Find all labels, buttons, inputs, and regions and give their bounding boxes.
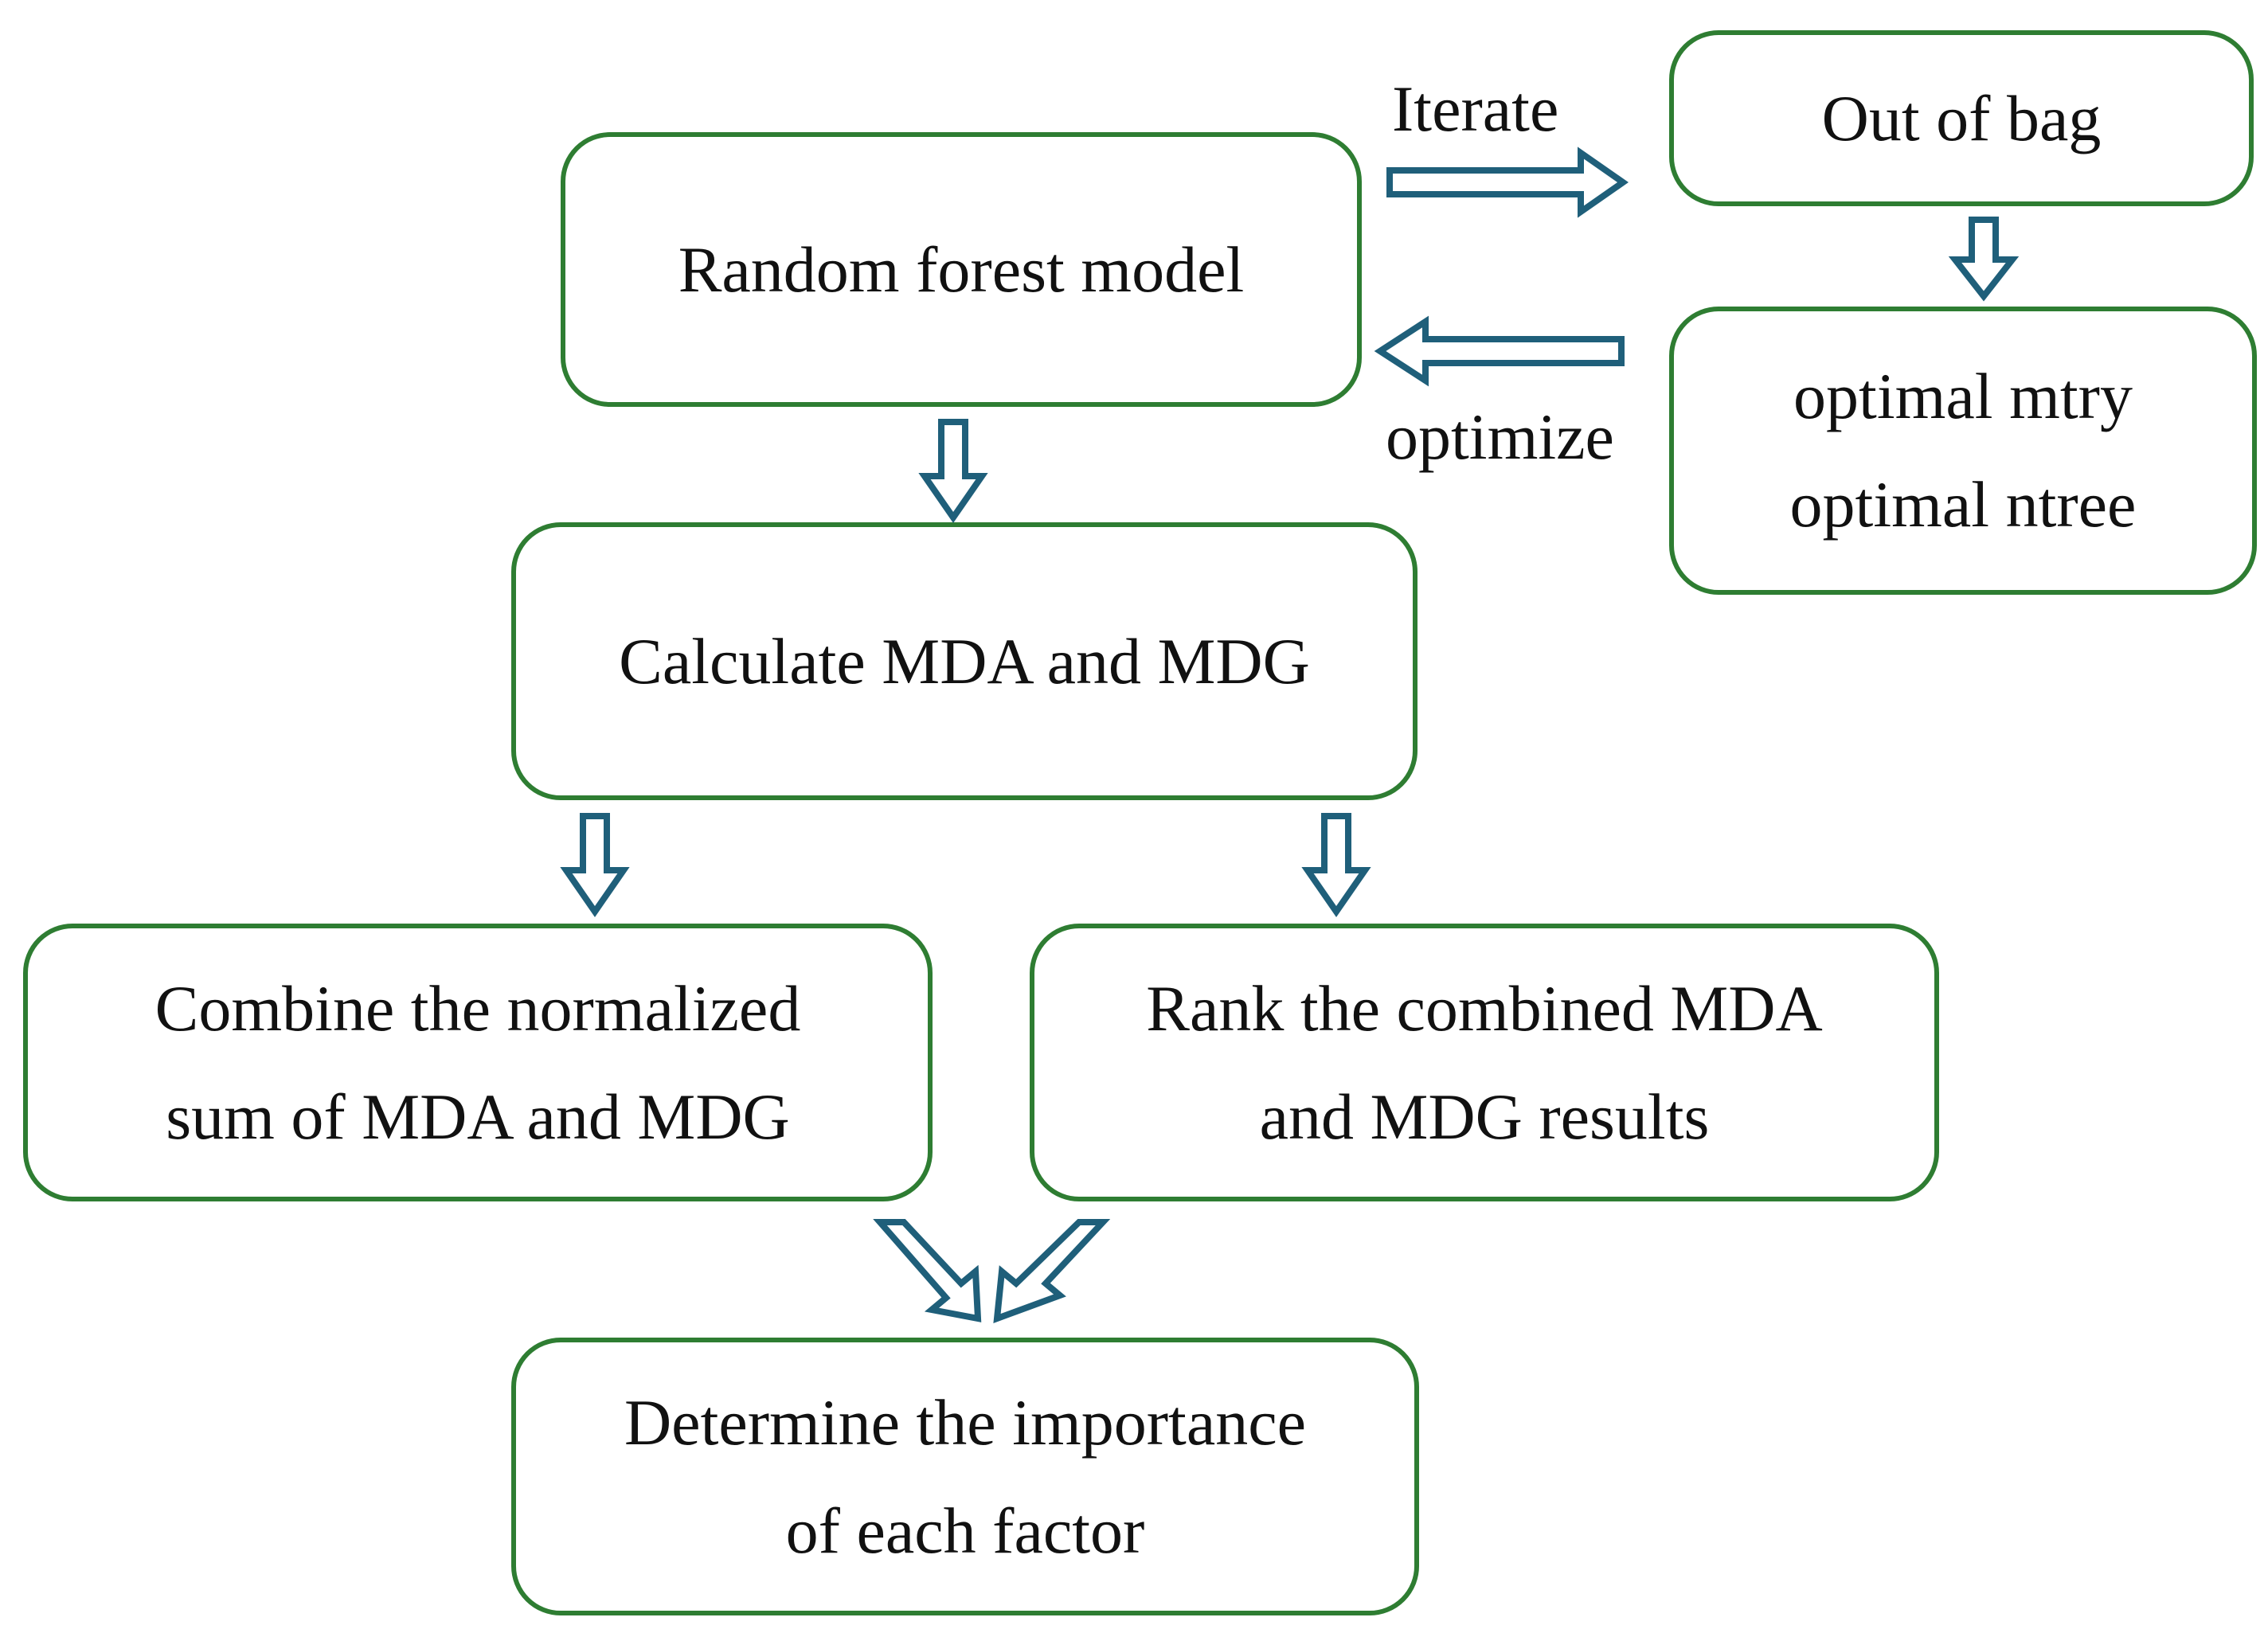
node-rank-combined-results: Rank the combined MDA and MDG results xyxy=(1030,924,1939,1201)
arrow-rank-to-determine xyxy=(993,1219,1111,1323)
node-label-line: and MDG results xyxy=(1259,1080,1710,1153)
arrow-combine-to-determine xyxy=(873,1219,982,1322)
node-optimal-parameters: optimal mtry optimal ntree xyxy=(1669,307,2257,595)
node-random-forest-model: Random forest model xyxy=(561,132,1362,407)
node-combine-normalized-sum: Combine the normalized sum of MDA and MD… xyxy=(23,924,933,1201)
arrow-calculate-to-combine xyxy=(560,813,630,918)
node-label-line: Combine the normalized xyxy=(154,971,801,1045)
arrow-optimize xyxy=(1374,315,1625,387)
node-label-line: Out of bag xyxy=(1821,81,2102,154)
arrow-iterate xyxy=(1386,146,1629,218)
edge-label-iterate: Iterate xyxy=(1392,72,1559,145)
node-label-line: sum of MDA and MDG xyxy=(166,1080,790,1153)
arrow-oob-to-optimal xyxy=(1948,217,2020,302)
node-label-line: Rank the combined MDA xyxy=(1146,971,1823,1045)
edge-label-optimize: optimize xyxy=(1386,400,1614,473)
node-label-line: Calculate MDA and MDG xyxy=(619,624,1310,697)
node-label-line: optimal ntree xyxy=(1789,468,2137,541)
arrow-calculate-to-rank xyxy=(1301,813,1371,918)
node-label-line: Random forest model xyxy=(678,232,1245,306)
node-determine-importance: Determine the importance of each factor xyxy=(511,1338,1419,1615)
node-calculate-mda-mdg: Calculate MDA and MDG xyxy=(511,522,1418,800)
node-label-line: optimal mtry xyxy=(1793,360,2133,432)
arrow-model-to-calculate xyxy=(918,419,988,524)
node-label-line: of each factor xyxy=(785,1494,1145,1567)
node-label-line: Determine the importance xyxy=(624,1385,1307,1459)
node-out-of-bag: Out of bag xyxy=(1669,30,2254,206)
